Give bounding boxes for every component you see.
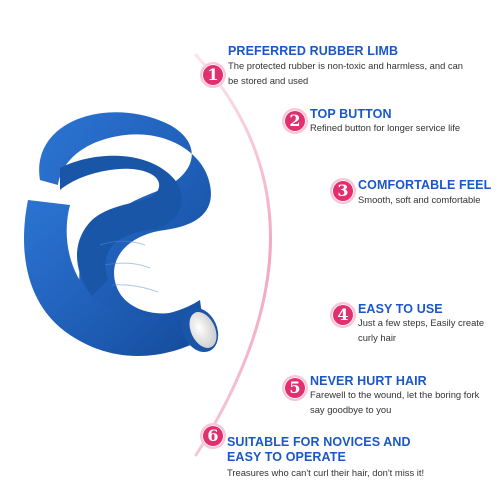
decorative-arc [194,53,272,457]
product-infographic: 1 PREFERRED RUBBER LIMB The protected ru… [24,44,491,478]
curler-rod-image [24,112,219,357]
